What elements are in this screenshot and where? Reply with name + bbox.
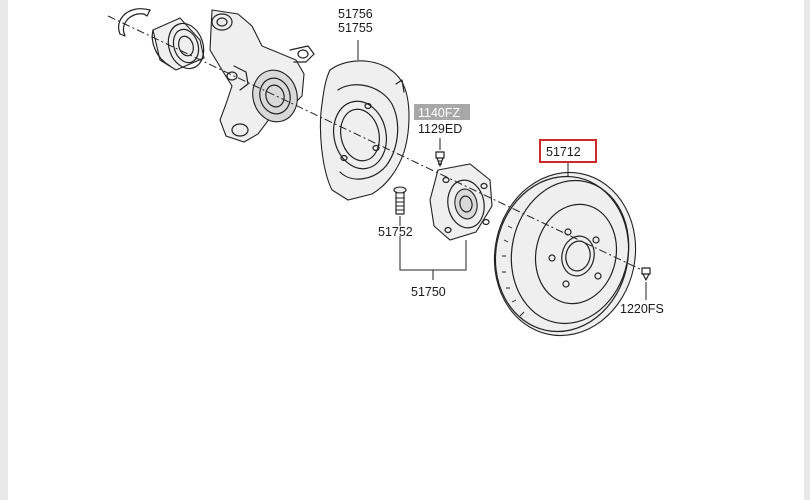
assembly-center-line — [107, 15, 643, 271]
selected-part-highlight-box — [539, 139, 597, 163]
shield-bolt-part[interactable] — [435, 151, 445, 167]
wheel-hub-part[interactable] — [429, 163, 493, 241]
parts-diagram-sheet: 51756 51755 1140FZ 1129ED 51712 51752 51… — [8, 0, 804, 500]
wheel-stud-part[interactable] — [393, 186, 407, 215]
front-wheel-hub-diagram: 51756 51755 1140FZ 1129ED 51712 51752 51… — [107, 7, 664, 349]
steering-knuckle-part[interactable] — [209, 9, 315, 143]
brake-disc-part[interactable] — [479, 159, 650, 349]
label-brake-disc[interactable]: 51712 — [546, 145, 581, 159]
superseded-label-background — [414, 104, 470, 120]
wheel-bearing-part[interactable] — [151, 17, 209, 73]
disc-screw-part[interactable] — [641, 267, 651, 281]
dust-shield-part[interactable] — [319, 60, 410, 201]
label-shield-bolt[interactable]: 1129ED — [418, 122, 462, 136]
label-hub-assembly[interactable]: 51750 — [411, 285, 446, 299]
leader-lines — [357, 40, 647, 300]
label-disc-screw[interactable]: 1220FS — [620, 302, 664, 316]
snap-ring-part[interactable] — [118, 8, 151, 37]
label-shield-bottom[interactable]: 51755 — [338, 21, 373, 35]
label-wheel-stud[interactable]: 51752 — [378, 225, 413, 239]
label-shield-top[interactable]: 51756 — [338, 7, 373, 21]
label-shield-bolt-superseded[interactable]: 1140FZ — [418, 106, 461, 120]
